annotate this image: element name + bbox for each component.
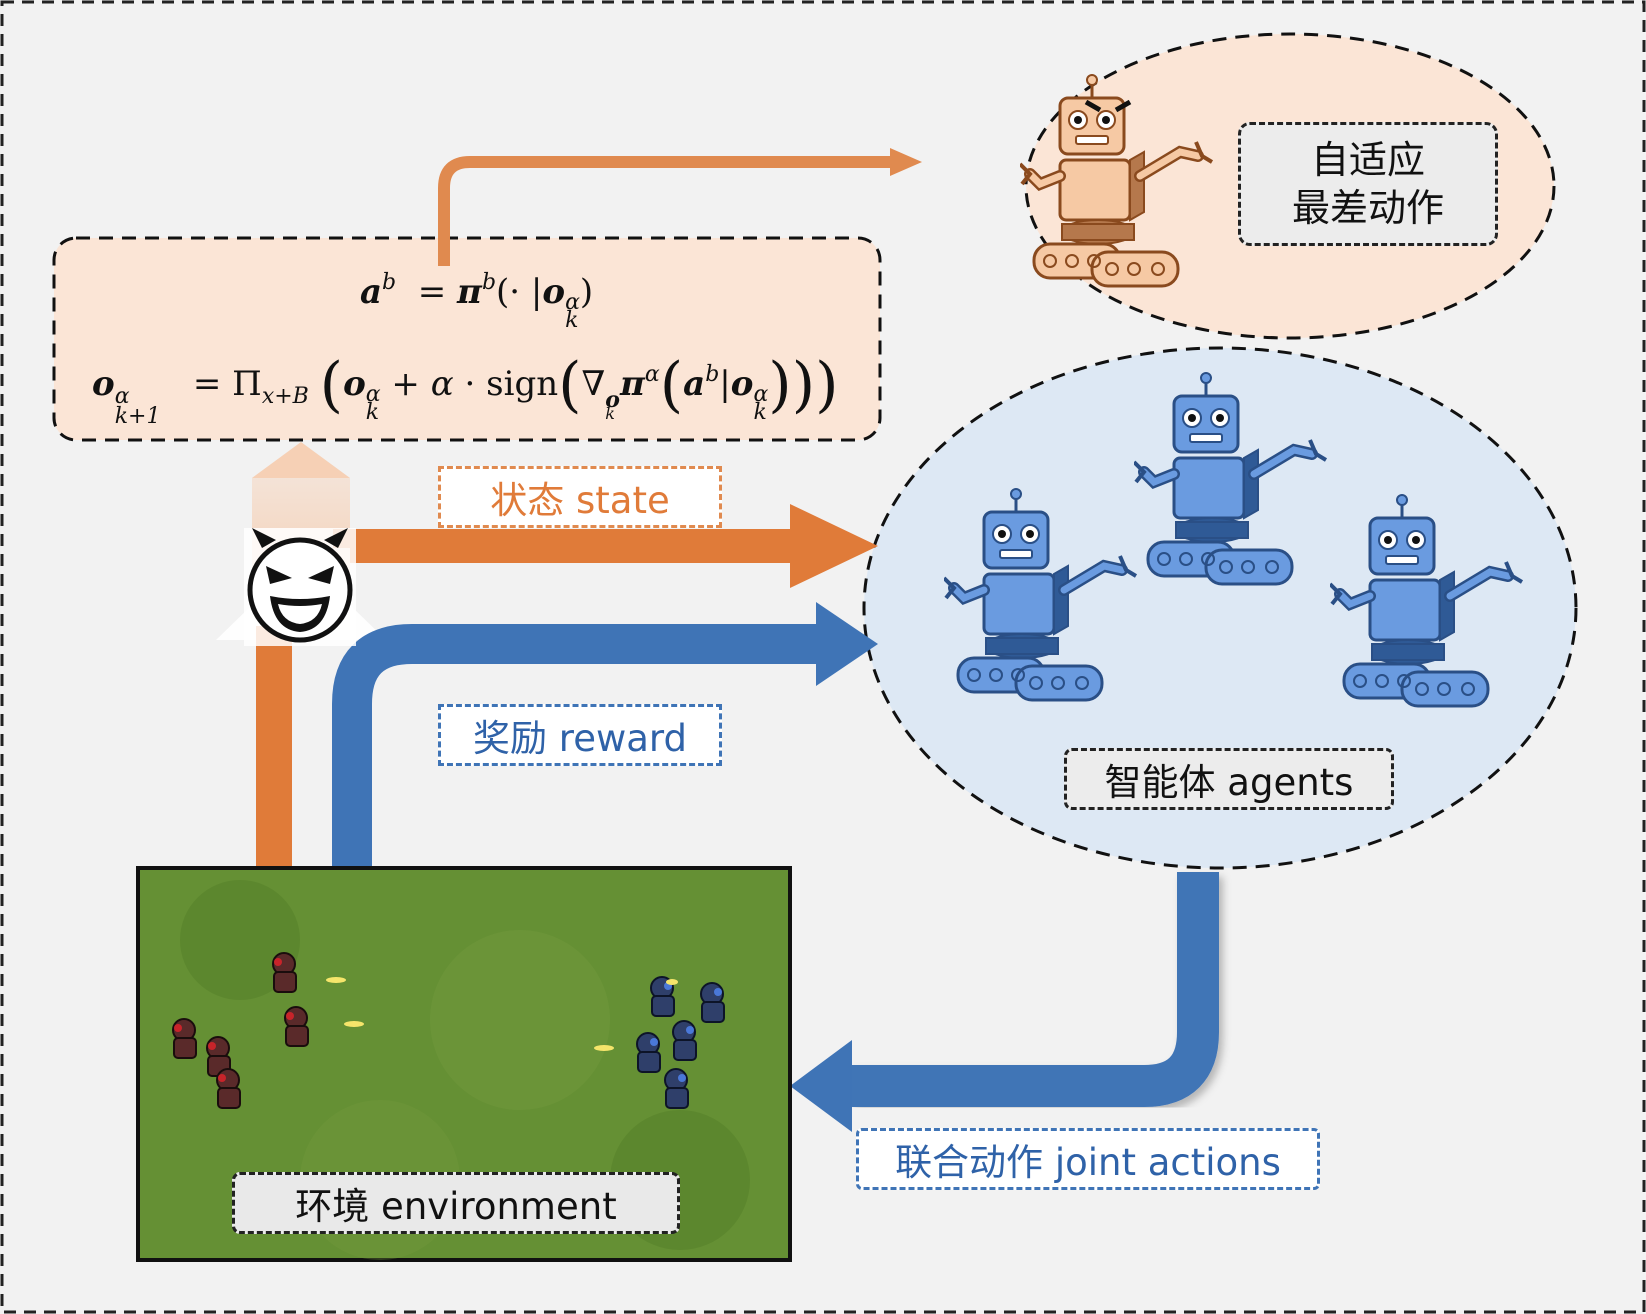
adaptive-worst-action-label: 自适应 最差动作: [1238, 122, 1498, 246]
agents-ellipse: [862, 346, 1578, 870]
perturb-fade-arrowhead: [252, 442, 350, 478]
reward-arrowhead: [816, 602, 878, 686]
attack-action-arrowhead: [890, 148, 922, 176]
adaptive-worst-action-line2: 最差动作: [1291, 186, 1444, 230]
adaptive-worst-action-line1: 自适应: [1310, 138, 1425, 182]
adversary-robot-icon: [1020, 75, 1212, 286]
formula-box: [52, 236, 882, 442]
state-label: 状态 state: [438, 466, 722, 528]
reward-arrow-shaft: [332, 624, 820, 870]
joint-actions-arrow-shaft: [852, 872, 1219, 1107]
environment-label: 环境 environment: [232, 1172, 680, 1234]
state-arrow-stem: [256, 626, 292, 870]
reward-label: 奖励 reward: [438, 704, 722, 766]
attack-action-arrow: [438, 156, 890, 266]
state-arrowhead: [790, 504, 878, 588]
joint-actions-label: 联合动作 joint actions: [856, 1128, 1320, 1190]
joint-actions-arrowhead: [790, 1040, 852, 1132]
devil-face-icon: [244, 528, 356, 646]
agents-label: 智能体 agents: [1064, 748, 1394, 810]
state-arrow-shaft: [333, 529, 790, 563]
